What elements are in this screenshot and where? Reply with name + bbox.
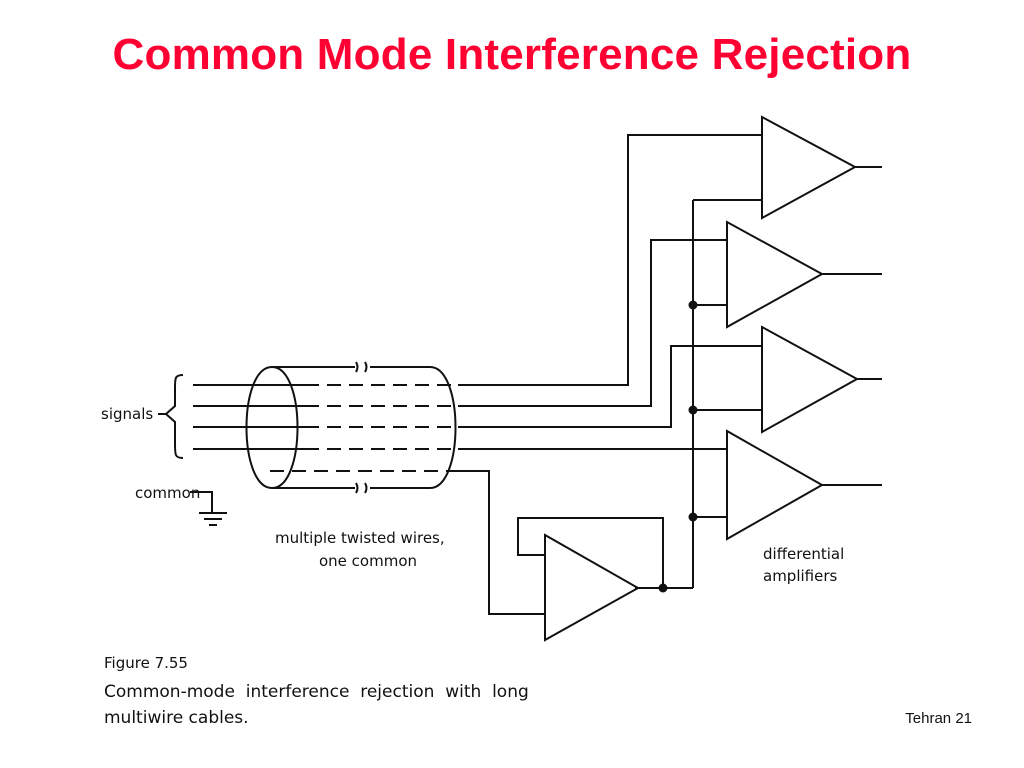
slide-footer: Tehran 21 [905, 710, 972, 727]
junction-dot [688, 405, 698, 415]
common-ground-lead [190, 491, 213, 512]
junction-dot [688, 300, 698, 310]
cable [245, 361, 457, 494]
signals-label: signals [101, 405, 153, 423]
wire-3-out [458, 345, 762, 428]
diff-amplifier-2 [726, 220, 825, 329]
cable-label-line-1: multiple twisted wires, [275, 529, 445, 547]
wire-1-out [458, 134, 762, 386]
cable-back-end [429, 366, 457, 489]
signals-brace [164, 374, 184, 459]
diff-amplifier-4 [726, 429, 825, 541]
junction-dot [658, 583, 668, 593]
amplifiers-label-line-1: differential [763, 545, 844, 563]
common-label: common [135, 484, 200, 502]
diff-amplifier-1 [761, 115, 858, 220]
cable-label-line-2: one common [319, 552, 417, 570]
diff-amplifier-3 [761, 325, 860, 434]
ground-icon [199, 512, 227, 526]
figure-caption-line-1: Common-mode interference rejection with … [104, 682, 529, 702]
cable-break-top [355, 361, 368, 373]
junction-dot [688, 512, 698, 522]
wire-2-out [458, 239, 727, 407]
cable-break-bottom [355, 482, 368, 494]
amplifiers-label-line-2: amplifiers [763, 567, 838, 585]
figure-number: Figure 7.55 [104, 654, 188, 672]
buffer-feedback [517, 517, 664, 588]
buffer-amplifier [544, 533, 641, 642]
slide-title: Common Mode Interference Rejection [112, 30, 912, 79]
common-wire-out [458, 470, 545, 615]
figure-caption-line-2: multiwire cables. [104, 708, 249, 728]
